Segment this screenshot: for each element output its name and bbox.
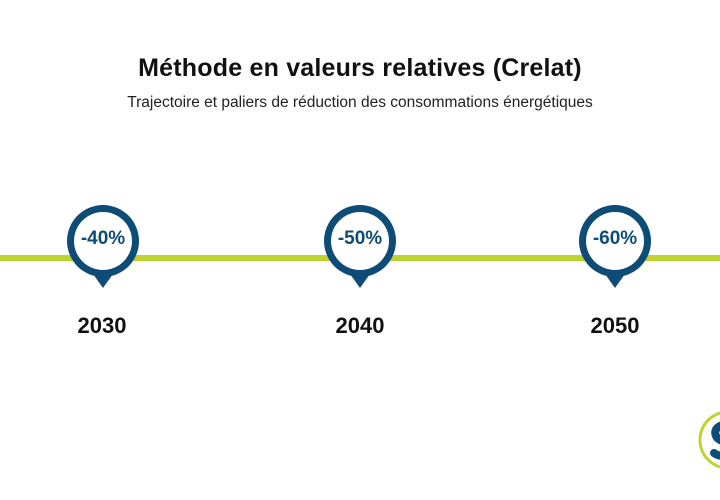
map-pin-icon [579,205,651,288]
milestone-year: 2040 [335,313,385,338]
map-pin-icon [324,205,396,288]
milestone-reduction: -50% [337,228,383,249]
map-pin-icon [67,205,139,288]
page-subtitle: Trajectoire et paliers de réduction des … [127,94,593,111]
brand-logo-icon [698,410,720,470]
milestone-marker-2030: -40% [66,204,144,296]
milestone-reduction: -60% [592,228,638,249]
milestone-marker-2040: -50% [323,204,401,296]
milestone-year: 2030 [77,313,127,338]
milestone-year: 2050 [590,313,640,338]
milestone-marker-2050: -60% [578,204,656,296]
page-title: Méthode en valeurs relatives (Crelat) [138,54,582,82]
milestone-reduction: -40% [80,228,126,249]
